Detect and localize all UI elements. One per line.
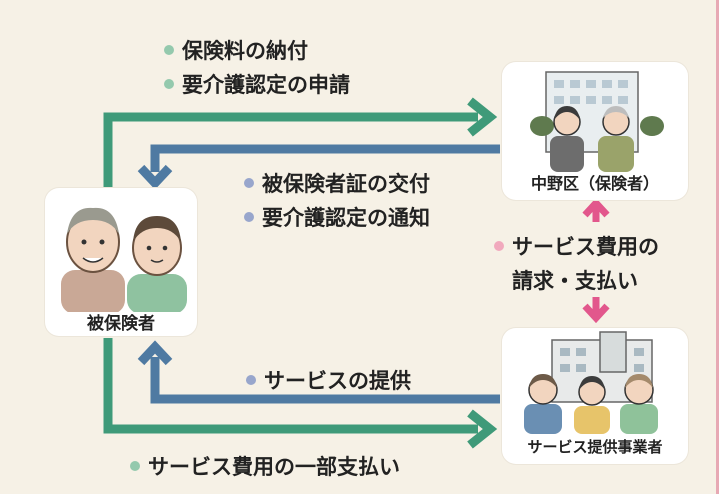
flow-premium-payment: 保険料の納付 xyxy=(164,35,308,65)
flow-billing-second: 請求・支払い xyxy=(512,265,638,295)
blue-bullet-icon xyxy=(244,212,254,222)
flow-billing: サービス費用の xyxy=(494,231,659,261)
insurer-card: 中野区（保険者） xyxy=(502,62,688,200)
flow-service-provision-text: サービスの提供 xyxy=(264,369,411,393)
arrow-head-premium-payment xyxy=(467,97,498,137)
city-office-icon xyxy=(530,71,664,172)
green-bullet-icon xyxy=(130,461,140,471)
flow-card-issue: 被保険者証の交付 xyxy=(244,168,430,198)
green-bullet-icon xyxy=(164,45,174,55)
insured-person-card: 被保険者 xyxy=(45,188,197,336)
elderly-couple-icon xyxy=(61,207,187,312)
arrow-card-issue xyxy=(150,144,500,172)
arrow-premium-payment xyxy=(103,112,478,210)
arrow-copayment xyxy=(103,338,478,434)
arrow-service-provision xyxy=(150,357,500,404)
flow-premium-payment-text: 保険料の納付 xyxy=(182,39,308,63)
provider-card: サービス提供事業者 xyxy=(502,328,688,464)
insurer-label: 中野区（保険者） xyxy=(530,174,659,193)
arrow-head-up-pink xyxy=(582,197,610,218)
pink-bullet-icon xyxy=(494,241,504,251)
provider-label: サービス提供事業者 xyxy=(527,438,663,456)
flow-copayment-text: サービス費用の一部支払い xyxy=(148,455,400,479)
flow-care-notice: 要介護認定の通知 xyxy=(244,202,430,232)
flow-care-application: 要介護認定の申請 xyxy=(164,69,350,99)
flow-card-issue-text: 被保険者証の交付 xyxy=(262,172,430,196)
blue-bullet-icon xyxy=(244,178,254,188)
arrow-head-down-pink xyxy=(582,303,610,324)
flow-care-application-text: 要介護認定の申請 xyxy=(182,73,350,97)
green-bullet-icon xyxy=(164,79,174,89)
flow-copayment: サービス費用の一部支払い xyxy=(130,451,400,481)
flow-billing-line1: サービス費用の xyxy=(512,235,659,259)
flow-service-provision: サービスの提供 xyxy=(246,365,411,395)
arrow-head-service-provision xyxy=(137,340,173,366)
flow-care-notice-text: 要介護認定の通知 xyxy=(262,206,430,230)
flow-billing-line2: 請求・支払い xyxy=(512,269,638,293)
care-provider-icon xyxy=(524,331,658,434)
arrow-head-copayment xyxy=(467,409,498,449)
blue-bullet-icon xyxy=(246,375,256,385)
arrow-head-card-issue xyxy=(137,164,173,190)
insured-person-label: 被保険者 xyxy=(87,314,155,334)
